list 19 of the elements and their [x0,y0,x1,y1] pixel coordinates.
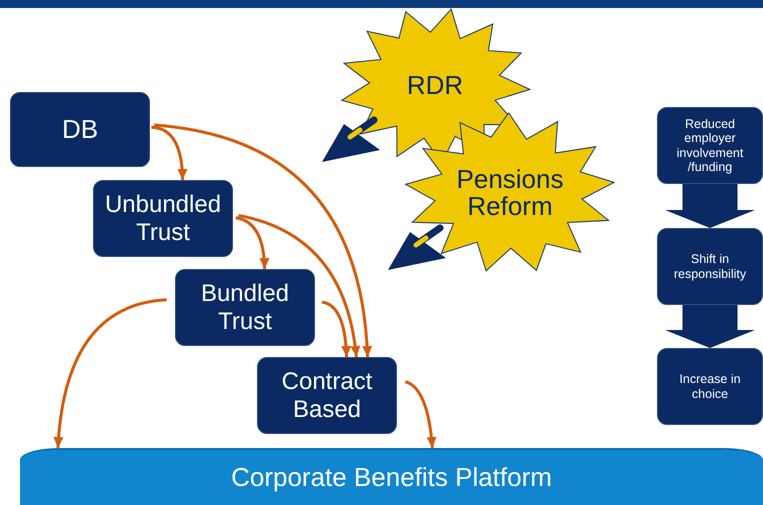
curved-arrow [238,214,360,358]
rounded-box: Increase in choice [657,348,763,425]
curved-arrow [322,300,352,358]
block-arrow [665,305,755,348]
curved-arrow [235,216,270,270]
rounded-box: Contract Based [257,357,397,434]
curved-arrow [151,126,188,180]
rounded-box: Unbundled Trust [93,180,233,257]
rounded-box: Bundled Trust [175,269,315,346]
block-arrow [665,184,755,228]
curved-arrow [404,380,436,448]
platform-band: Corporate Benefits Platform [20,448,763,505]
starburst-label: Pensions Reform [456,166,564,220]
curved-arrow [154,124,372,358]
rounded-box: Shift in responsibility [657,228,763,305]
rounded-box: Reduced employer involvement /funding [657,107,763,184]
starburst-label: RDR [406,72,464,100]
rounded-box: DB [10,92,150,167]
curved-arrow [54,298,167,448]
